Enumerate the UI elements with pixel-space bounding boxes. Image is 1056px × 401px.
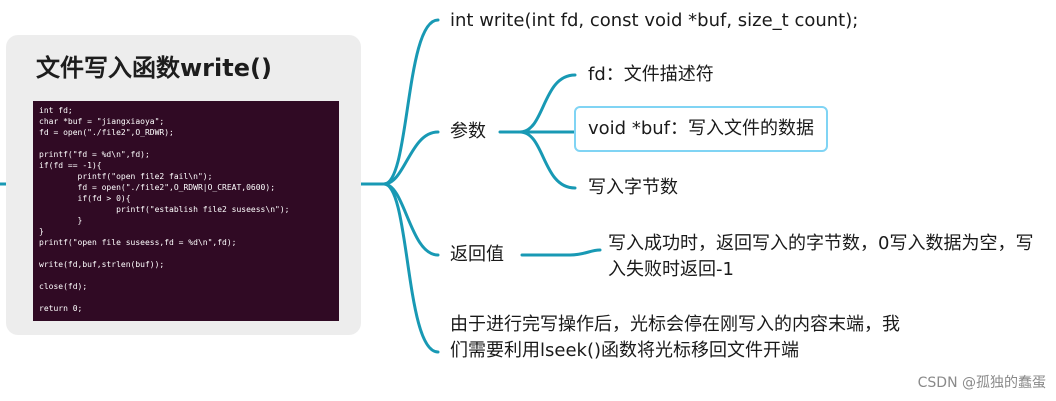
connector-to-return — [382, 182, 440, 257]
code-line: fd = open("./file2",O_RDWR|O_CREAT,0600)… — [39, 183, 276, 192]
code-line: write(fd,buf,strlen(buf)); — [39, 260, 165, 269]
watermark: CSDN @孤独的蠢蛋 — [917, 375, 1046, 391]
param-count-node[interactable]: 写入字节数 — [588, 177, 678, 198]
code-line: printf("open file suseess,fd = %d\n",fd)… — [39, 238, 237, 247]
connector-to-signature — [382, 18, 440, 186]
return-value-node[interactable]: 返回值 — [450, 244, 504, 265]
code-line — [39, 292, 333, 303]
code-line — [39, 248, 333, 259]
params-node[interactable]: 参数 — [450, 121, 486, 142]
root-node[interactable]: 文件写入函数write() int fd; char *buf = "jiangx… — [6, 35, 361, 335]
code-line: return 0; — [39, 304, 83, 313]
param-fd-node[interactable]: fd：文件描述符 — [588, 64, 714, 85]
note-node[interactable]: 由于进行完写操作后，光标会停在刚写入的内容末端，我们需要利用lseek()函数将… — [450, 314, 900, 361]
code-line: } — [39, 227, 44, 236]
code-screenshot: int fd; char *buf = "jiangxiaoya"; fd = op… — [33, 101, 339, 321]
code-line: printf("open file2 fail\n"); — [39, 172, 213, 181]
code-line: fd = open("./file2",O_RDWR); — [39, 128, 174, 137]
code-line: printf("establish file2 suseess\n"); — [39, 205, 290, 214]
param-buf-node[interactable]: void *buf：写入文件的数据 — [574, 106, 828, 152]
connector-to-params — [382, 130, 440, 186]
root-title: 文件写入函数write() — [36, 54, 272, 82]
code-line: if(fd == -1){ — [39, 161, 102, 170]
connector-to-fd — [518, 73, 577, 134]
code-line: char *buf = "jiangxiaoya"; — [39, 117, 165, 126]
code-line — [39, 138, 333, 149]
code-line — [39, 270, 333, 281]
code-line: if(fd > 0){ — [39, 194, 131, 203]
signature-node[interactable]: int write(int fd, const void *buf, size_… — [450, 10, 859, 31]
code-line: int fd; — [39, 106, 73, 115]
code-line: printf("fd = %d\n",fd); — [39, 150, 150, 159]
return-value-detail-node[interactable]: 写入成功时，返回写入的字节数，0写入数据为空，写入失败时返回-1 — [608, 233, 1034, 280]
connector-to-note — [382, 182, 440, 354]
code-line: } — [39, 216, 83, 225]
connector-to-count — [518, 130, 577, 190]
code-line: close(fd); — [39, 282, 88, 291]
connector-to-return-detail — [568, 248, 602, 257]
